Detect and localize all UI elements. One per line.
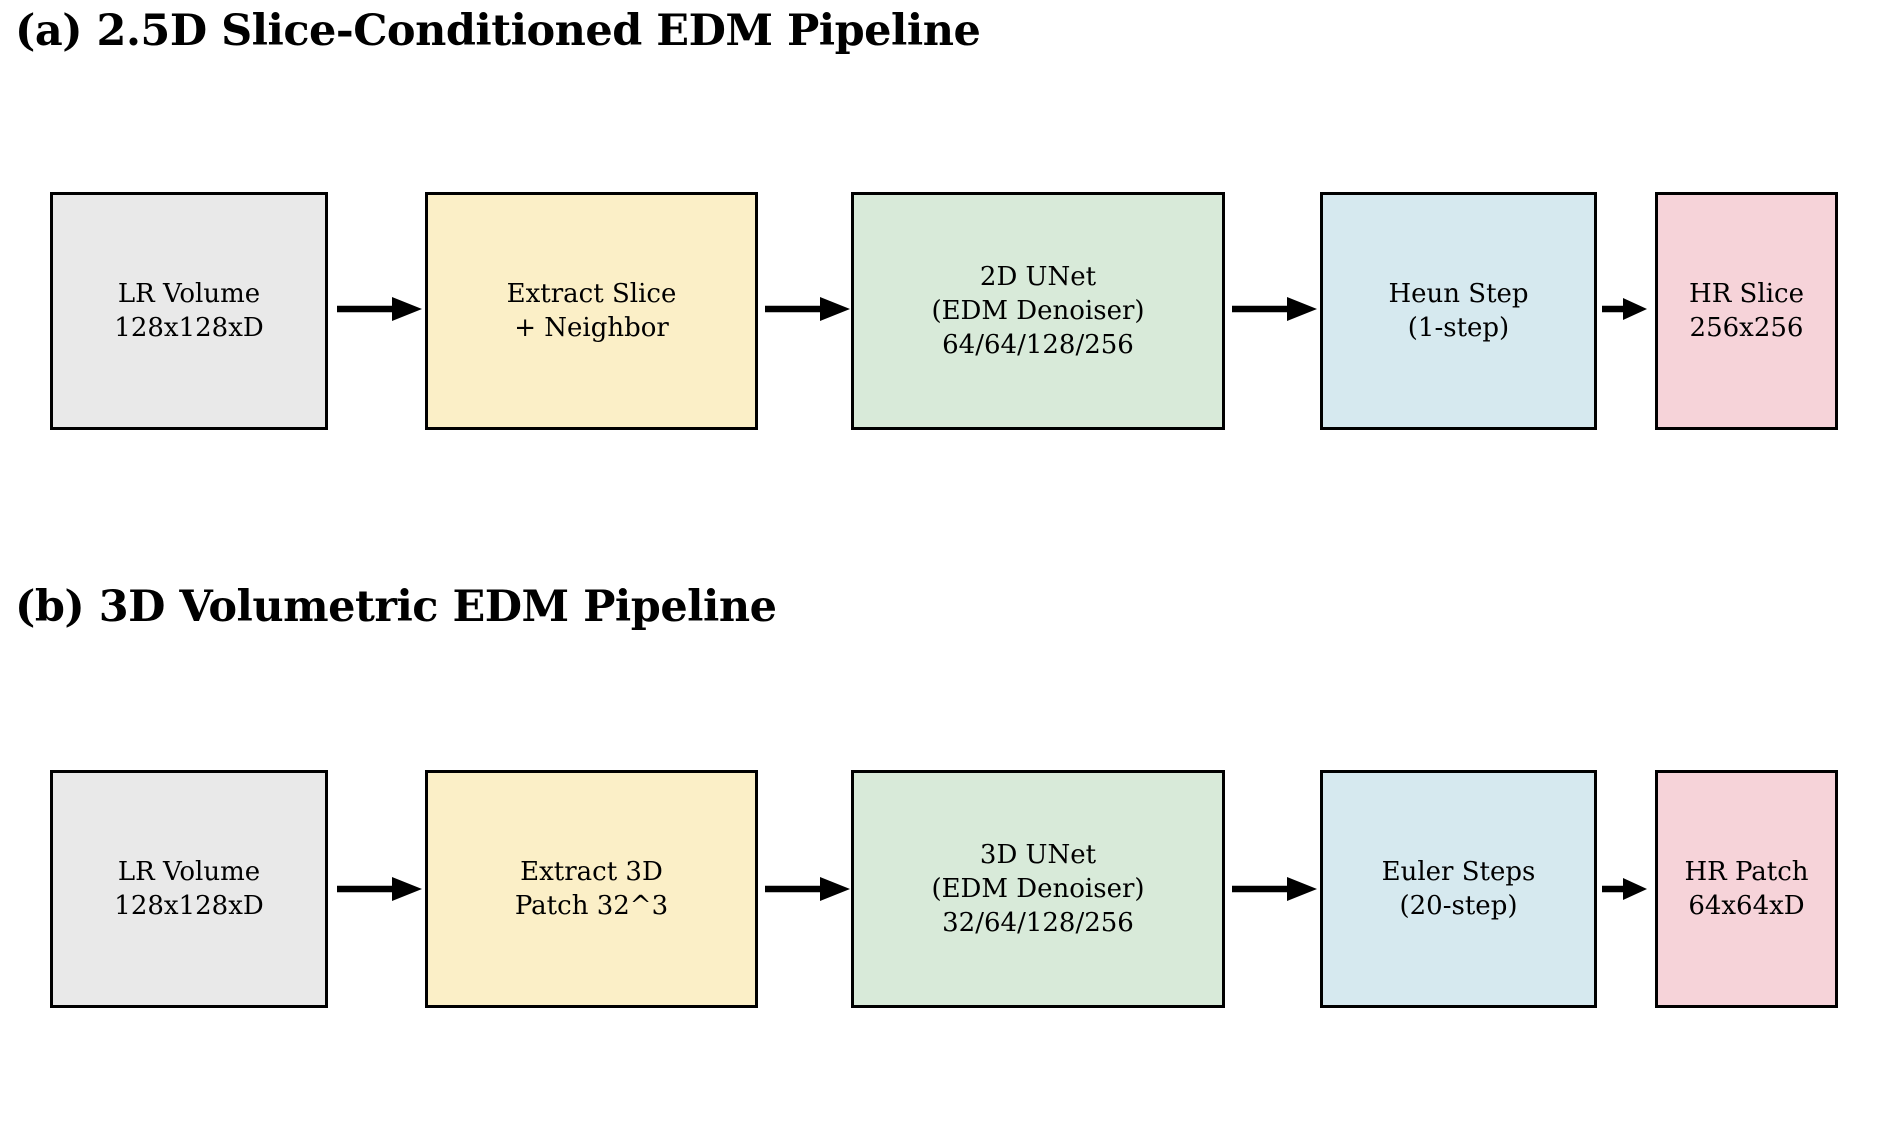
stage-label: Heun Step (1-step) xyxy=(1388,277,1528,345)
stage-label-line: 64/64/128/256 xyxy=(942,330,1134,360)
stage-label: 3D UNet (EDM Denoiser) 32/64/128/256 xyxy=(931,838,1144,940)
stage-box-heun-step: Heun Step (1-step) xyxy=(1320,192,1597,430)
stage-label-line: LR Volume xyxy=(117,857,261,887)
stage-label: LR Volume 128x128xD xyxy=(114,277,263,345)
flow-arrow xyxy=(337,877,422,901)
flow-arrow xyxy=(765,877,850,901)
stage-label-line: 128x128xD xyxy=(114,891,264,921)
stage-label-line: 3D UNet xyxy=(979,840,1097,870)
stage-label-line: (EDM Denoiser) xyxy=(931,874,1145,904)
stage-label-line: HR Patch xyxy=(1684,857,1809,887)
stage-box-hr-patch: HR Patch 64x64xD xyxy=(1655,770,1838,1008)
stage-box-lr-volume-a: LR Volume 128x128xD xyxy=(50,192,328,430)
stage-label-line: 128x128xD xyxy=(114,313,264,343)
stage-box-extract-slice: Extract Slice + Neighbor xyxy=(425,192,758,430)
stage-label-line: Euler Steps xyxy=(1381,857,1536,887)
flow-arrow-short xyxy=(1602,298,1647,320)
flow-arrow xyxy=(1232,877,1317,901)
stage-label-line: 32/64/128/256 xyxy=(942,908,1134,938)
stage-label: Extract 3D Patch 32^3 xyxy=(515,855,668,923)
stage-label: HR Slice 256x256 xyxy=(1689,277,1804,345)
stage-label-line: (1-step) xyxy=(1407,313,1510,343)
stage-label-line: Patch 32^3 xyxy=(514,891,669,921)
stage-label-line: 64x64xD xyxy=(1688,891,1805,921)
stage-label-line: 2D UNet xyxy=(979,262,1097,292)
stage-label-line: Extract 3D xyxy=(520,857,663,887)
stage-box-euler-steps: Euler Steps (20-step) xyxy=(1320,770,1597,1008)
stage-label: 2D UNet (EDM Denoiser) 64/64/128/256 xyxy=(931,260,1144,362)
stage-label: LR Volume 128x128xD xyxy=(114,855,263,923)
stage-box-lr-volume-b: LR Volume 128x128xD xyxy=(50,770,328,1008)
stage-label-line: HR Slice xyxy=(1689,279,1804,309)
stage-box-hr-slice: HR Slice 256x256 xyxy=(1655,192,1838,430)
stage-label: HR Patch 64x64xD xyxy=(1684,855,1808,923)
stage-label-line: Heun Step xyxy=(1388,279,1529,309)
flow-arrow xyxy=(337,297,422,321)
stage-label-line: + Neighbor xyxy=(514,313,669,343)
stage-label-line: LR Volume xyxy=(117,279,261,309)
stage-label-line: (20-step) xyxy=(1399,891,1518,921)
stage-label: Euler Steps (20-step) xyxy=(1382,855,1536,923)
pipeline-a-title: (a) 2.5D Slice-Conditioned EDM Pipeline xyxy=(15,6,981,56)
flow-arrow xyxy=(765,297,850,321)
stage-label: Extract Slice + Neighbor xyxy=(507,277,677,345)
stage-label-line: 256x256 xyxy=(1689,313,1804,343)
pipeline-b-title: (b) 3D Volumetric EDM Pipeline xyxy=(15,582,777,632)
flow-arrow xyxy=(1232,297,1317,321)
stage-box-2d-unet: 2D UNet (EDM Denoiser) 64/64/128/256 xyxy=(851,192,1225,430)
stage-box-3d-unet: 3D UNet (EDM Denoiser) 32/64/128/256 xyxy=(851,770,1225,1008)
stage-label-line: Extract Slice xyxy=(506,279,677,309)
stage-box-extract-3d-patch: Extract 3D Patch 32^3 xyxy=(425,770,758,1008)
stage-label-line: (EDM Denoiser) xyxy=(931,296,1145,326)
flow-arrow-short xyxy=(1602,878,1647,900)
